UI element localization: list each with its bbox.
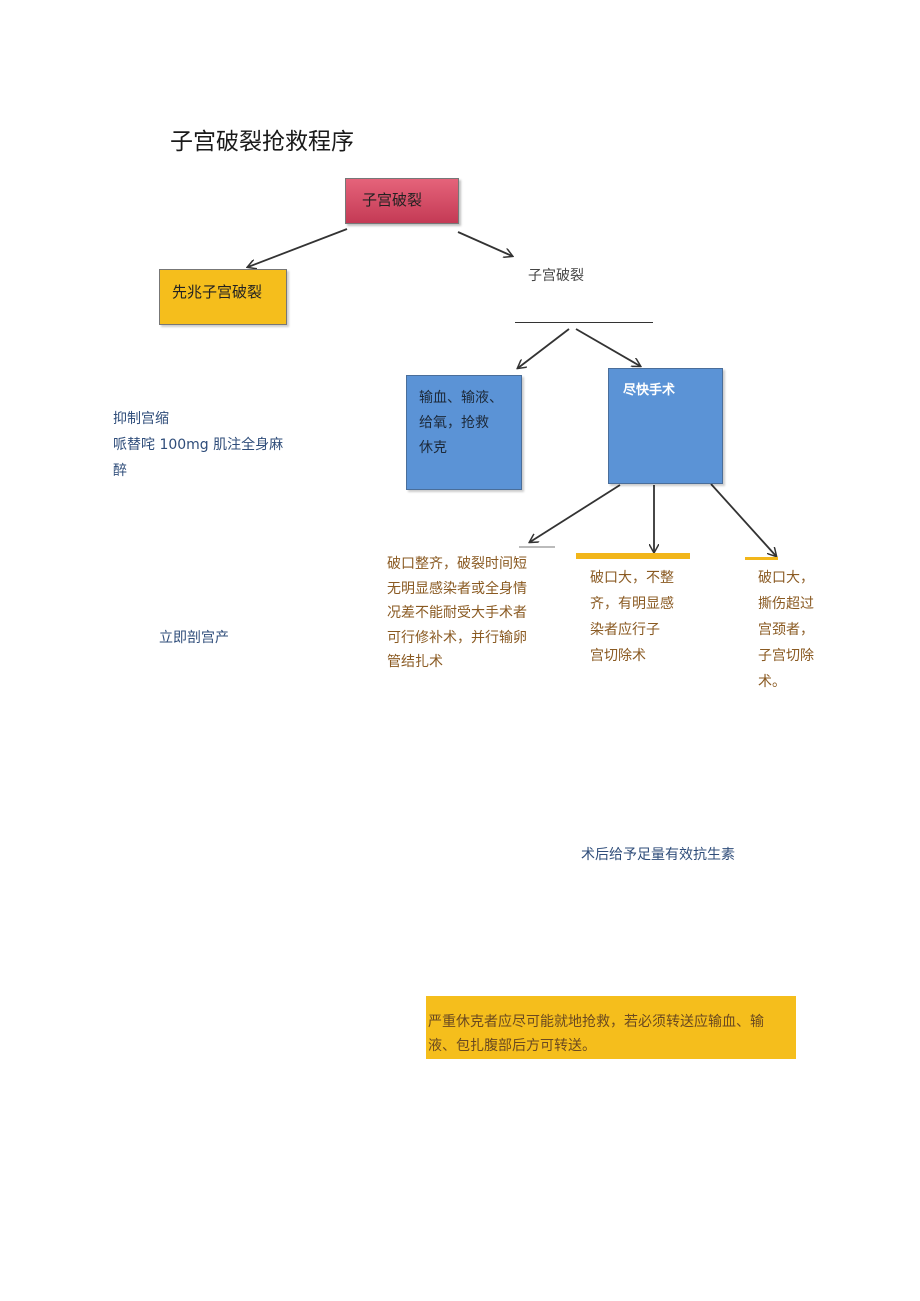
transfer-line-1: 严重休克者应尽可能就地抢救，若必须转送应输血、输 [428,1014,764,1030]
arrow-rupture-to-surgery [575,328,640,366]
immediate-cesarean-note: 立即剖宫产 [159,630,229,646]
hysterectomy-line-3: 染者应行子 [590,622,660,638]
arrow-surgery-to-repair [530,484,621,542]
note-line-1: 抑制宫缩 [113,411,169,427]
shock-line-2: 给氧，抢救 [419,415,489,431]
repair-option-marker [519,546,555,548]
shock-line-1: 输血、输液、 [419,390,503,406]
total-line-5: 术。 [758,674,786,690]
total-line-1: 破口大， [758,570,814,586]
rupture-branch-line [515,322,653,323]
repair-option-text: 破口整齐，破裂时间短 无明显感染者或全身情 况差不能耐受大手术者 可行修补术，并… [387,552,549,675]
hysterectomy-line-1: 破口大，不整 [590,570,674,586]
transfer-line-2: 液、包扎腹部后方可转送。 [428,1038,596,1054]
threatened-rupture-label: 先兆子宫破裂 [172,283,263,301]
hysterectomy-option-marker [576,553,690,559]
threatened-notes: 抑制宫缩 哌替咤 100mg 肌注全身麻 醉 [113,406,283,484]
hysterectomy-line-2: 齐，有明显感 [590,596,674,612]
note-line-2: 哌替咤 100mg 肌注全身麻 [113,437,284,453]
repair-line-1: 破口整齐，破裂时间短 [387,556,527,572]
arrow-root-to-rupture [457,231,512,256]
postop-antibiotics-note: 术后给予足量有效抗生素 [581,847,735,863]
arrow-rupture-to-shock [518,328,570,368]
total-line-4: 子宫切除 [758,648,814,664]
note-line-3: 醉 [113,463,127,479]
surgery-box: 尽快手术 [608,368,723,484]
total-hysterectomy-marker [745,557,778,560]
page-title: 子宫破裂抢救程序 [170,129,354,155]
surgery-label: 尽快手术 [623,383,676,398]
threatened-rupture-box: 先兆子宫破裂 [159,269,287,325]
repair-line-5: 管结扎术 [387,654,443,670]
total-line-3: 宫颈者， [758,622,814,638]
arrow-root-to-threatened [248,228,348,267]
rupture-root-box: 子宫破裂 [345,178,459,224]
repair-line-2: 无明显感染者或全身情 [387,580,527,597]
total-hysterectomy-text: 破口大， 撕伤超过 宫颈者， 子宫切除 术。 [758,565,828,695]
arrow-surgery-to-total [710,483,776,556]
repair-line-4: 可行修补术，并行输卵 [387,629,527,646]
rupture-branch-label: 子宫破裂 [528,268,584,284]
transfer-warning-box: 严重休克者应尽可能就地抢救，若必须转送应输血、输 液、包扎腹部后方可转送。 [426,996,796,1059]
total-line-2: 撕伤超过 [758,596,814,612]
repair-line-3: 况差不能耐受大手术者 [387,605,527,621]
shock-line-3: 休克 [419,440,447,456]
hysterectomy-line-4: 宫切除术 [590,648,646,664]
shock-treatment-box: 输血、输液、 给氧，抢救 休克 [406,375,522,490]
hysterectomy-option-text: 破口大，不整 齐，有明显感 染者应行子 宫切除术 [590,565,685,669]
rupture-root-label: 子宫破裂 [362,191,423,209]
